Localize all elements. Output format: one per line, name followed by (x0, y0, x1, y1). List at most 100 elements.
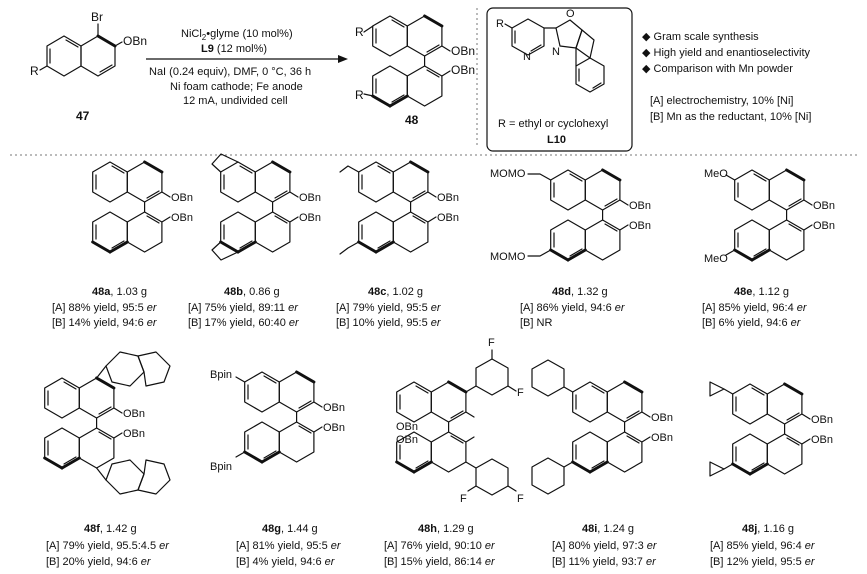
bullet-3: ◆ Comparison with Mn powder (642, 63, 793, 75)
48j-obn1: OBn (811, 414, 833, 426)
bullet-1: ◆ Gram scale synthesis (642, 31, 759, 43)
48f-obn2: OBn (123, 428, 145, 440)
48j-mass: 48j, 1.16 g (742, 523, 794, 535)
48b-mass: 48b, 0.86 g (224, 286, 280, 298)
48b-obn1: OBn (299, 192, 321, 204)
48g-a: [A] 81% yield, 95:5 er (236, 540, 342, 552)
note-a: [A] electrochemistry, 10% [Ni] (650, 95, 793, 107)
cond-2: NaI (0.24 equiv), DMF, 0 °C, 36 h (149, 66, 311, 78)
48g-b: [B] 4% yield, 94:6 er (236, 556, 336, 568)
48h-mass: 48h, 1.29 g (418, 523, 474, 535)
ligand-L10-box: N O N R R = ethyl or cyclohexyl L10 (486, 7, 633, 152)
48c-b: [B] 10% yield, 95:5 er (336, 317, 442, 329)
48c-mass: 48c, 1.02 g (368, 286, 423, 298)
ligand-r-def: R = ethyl or cyclohexyl (498, 118, 608, 130)
product-48f: OBn OBn (43, 351, 171, 495)
product-48e: MeO MeO OBn OBn (704, 168, 835, 265)
48d-a: [A] 86% yield, 94:6 er (520, 302, 626, 314)
bullet-2: ◆ High yield and enantioselectivity (642, 47, 811, 59)
pr-obn1: OBn (451, 44, 475, 58)
48i-a: [A] 80% yield, 97:3 er (552, 540, 658, 552)
48a-obn2: OBn (171, 212, 193, 224)
48d-obn1: OBn (629, 200, 651, 212)
48a-obn1: OBn (171, 192, 193, 204)
pr-obn2: OBn (451, 63, 475, 77)
pr-r2: R (355, 88, 364, 102)
48e-meo1: MeO (704, 168, 728, 180)
ligand-n1: N (523, 51, 531, 63)
48h-f4: F (517, 493, 524, 505)
48d-b: [B] NR (520, 317, 552, 329)
ligand-r: R (496, 18, 504, 30)
product-48b: OBn OBn (211, 153, 321, 261)
48h-f1: F (488, 337, 495, 349)
48b-obn2: OBn (299, 212, 321, 224)
captions-row2: 48f, 1.42 g [A] 79% yield, 95.5:4.5 er [… (46, 523, 816, 568)
48g-obn2: OBn (323, 422, 345, 434)
48e-obn2: OBn (813, 220, 835, 232)
48h-f3: F (460, 493, 467, 505)
48e-mass: 48e, 1.12 g (734, 286, 789, 298)
48b-a: [A] 75% yield, 89:11 er (188, 302, 299, 314)
48c-a: [A] 79% yield, 95:5 er (336, 302, 442, 314)
product-48g: Bpin Bpin OBn OBn (210, 369, 345, 473)
product-48c: OBn OBn (339, 160, 459, 255)
sm-r: R (30, 64, 39, 78)
pr-label: 48 (405, 113, 419, 127)
48f-mass: 48f, 1.42 g (84, 523, 137, 535)
pr-r: R (355, 25, 364, 39)
ligand-o: O (566, 8, 575, 20)
48e-a: [A] 85% yield, 96:4 er (702, 302, 808, 314)
48a-mass: 48a, 1.03 g (92, 286, 147, 298)
48f-b: [B] 20% yield, 94:6 er (46, 556, 152, 568)
product-48d: MOMO MOMO OBn OBn (490, 168, 651, 263)
48j-obn2: OBn (811, 434, 833, 446)
48f-a: [A] 79% yield, 95.5:4.5 er (46, 540, 170, 552)
arrow-head (338, 55, 348, 63)
48e-obn1: OBn (813, 200, 835, 212)
48i-obn1: OBn (651, 412, 673, 424)
48i-mass: 48i, 1.24 g (582, 523, 634, 535)
product-48a: OBn OBn (91, 160, 193, 254)
48d-mass: 48d, 1.32 g (552, 286, 608, 298)
sm-obn: OBn (123, 34, 147, 48)
48c-obn1: OBn (437, 192, 459, 204)
reaction-conditions: NiCl2•glyme (10 mol%) L9 (12 mol%) NaI (… (146, 28, 348, 107)
48h-obn1: OBn (396, 421, 418, 433)
48i-obn2: OBn (651, 432, 673, 444)
sm-br: Br (91, 10, 103, 24)
cond-3: Ni foam cathode; Fe anode (170, 81, 303, 93)
48j-a: [A] 85% yield, 96:4 er (710, 540, 816, 552)
48e-b: [B] 6% yield, 94:6 er (702, 317, 802, 329)
product-48h: F F F F OBn OBn (395, 337, 524, 505)
product-48j: OBn OBn (709, 381, 833, 477)
48d-obn2: OBn (629, 220, 651, 232)
48g-obn1: OBn (323, 402, 345, 414)
48a-b: [B] 14% yield, 94:6 er (52, 317, 158, 329)
48h-f2: F (517, 387, 524, 399)
product-48i: OBn OBn (531, 359, 673, 495)
product-48: R OBn OBn R 48 (355, 14, 475, 127)
cond-ligand: L9 (12 mol%) (201, 43, 267, 55)
cond-catalyst: NiCl2•glyme (10 mol%) (181, 28, 293, 42)
cond-4: 12 mA, undivided cell (183, 95, 288, 107)
48h-b: [B] 15% yield, 86:14 er (384, 556, 496, 568)
48b-b: [B] 17% yield, 60:40 er (188, 317, 300, 329)
48j-b: [B] 12% yield, 95:5 er (710, 556, 816, 568)
48d-momo1: MOMO (490, 168, 526, 180)
notes: ◆ Gram scale synthesis ◆ High yield and … (642, 31, 811, 123)
48c-obn2: OBn (437, 212, 459, 224)
48h-obn2: OBn (396, 434, 418, 446)
48h-a: [A] 76% yield, 90:10 er (384, 540, 496, 552)
48g-bpin1: Bpin (210, 369, 232, 381)
ligand-n2: N (552, 46, 560, 58)
48d-momo2: MOMO (490, 251, 526, 263)
48i-b: [B] 11% yield, 93:7 er (552, 556, 657, 568)
sm-label: 47 (76, 109, 90, 123)
48e-meo2: MeO (704, 253, 728, 265)
starting-material-47: Br OBn R 47 (30, 10, 147, 123)
note-b: [B] Mn as the reductant, 10% [Ni] (650, 111, 811, 123)
ligand-label: L10 (547, 134, 566, 146)
48g-bpin2: Bpin (210, 461, 232, 473)
